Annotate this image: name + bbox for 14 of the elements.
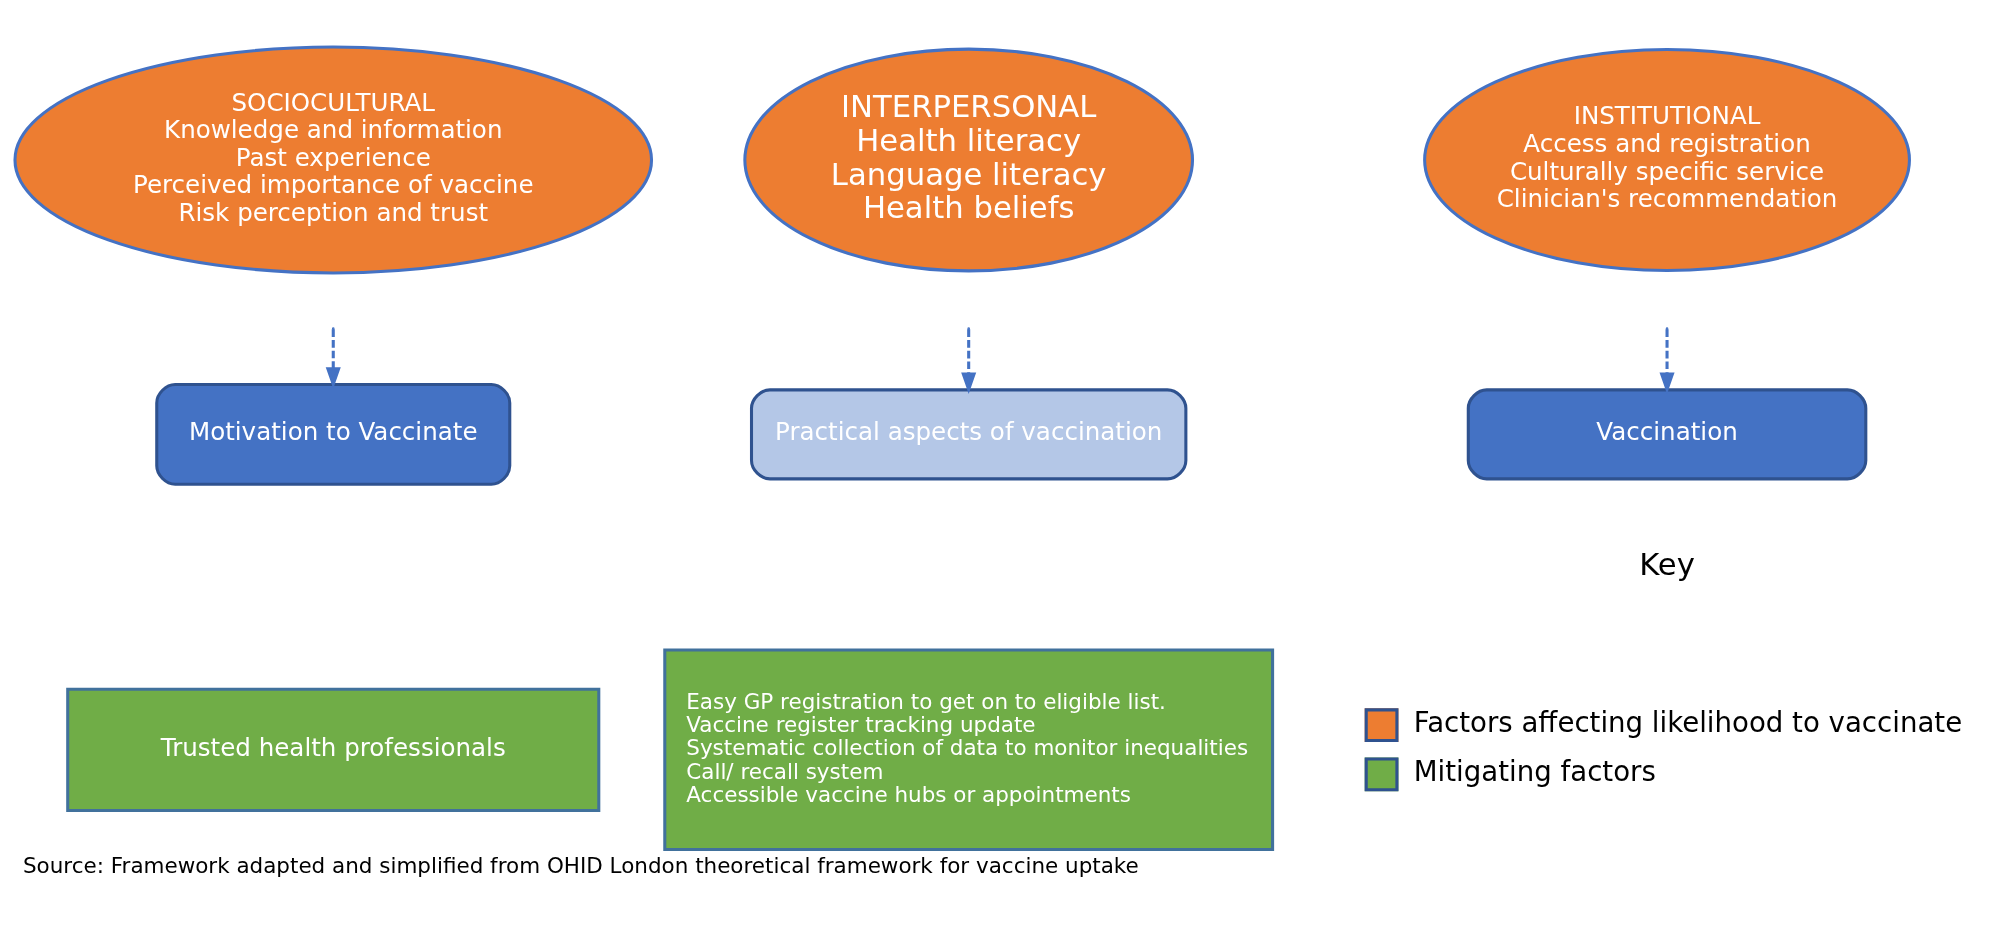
arrow xyxy=(961,328,977,394)
legend-label: Factors affecting likelihood to vaccinate xyxy=(1413,705,1963,739)
node-box: Easy GP registration to get on to eligible list. Vaccine register tracking update Systematic collection of data to monitor inequalities Call/ recall system Accessible vaccine hubs or appointments xyxy=(663,648,1275,851)
node-box: Vaccination xyxy=(1466,387,1868,480)
legend-label: Mitigating factors xyxy=(1413,754,1656,788)
label: Key xyxy=(1639,546,1695,582)
node-box: Motivation to Vaccinate xyxy=(155,382,512,486)
node-ellipse: INSTITUTIONAL Access and registration Culturally specific service Clinician's recommendation xyxy=(1423,47,1911,272)
node-ellipse: INTERPERSONAL Health literacy Language literacy Health beliefs xyxy=(743,47,1195,272)
node-ellipse: SOCIOCULTURAL Knowledge and information Past experience Perceived importance of vaccine Risk perception and trust xyxy=(13,45,654,274)
caption: Source: Framework adapted and simplified from OHID London theoretical framework for vaccine uptake xyxy=(22,852,1139,878)
node-box: Practical aspects of vaccination xyxy=(749,387,1188,480)
arrow xyxy=(325,328,341,389)
node-box: Trusted health professionals xyxy=(66,687,601,812)
